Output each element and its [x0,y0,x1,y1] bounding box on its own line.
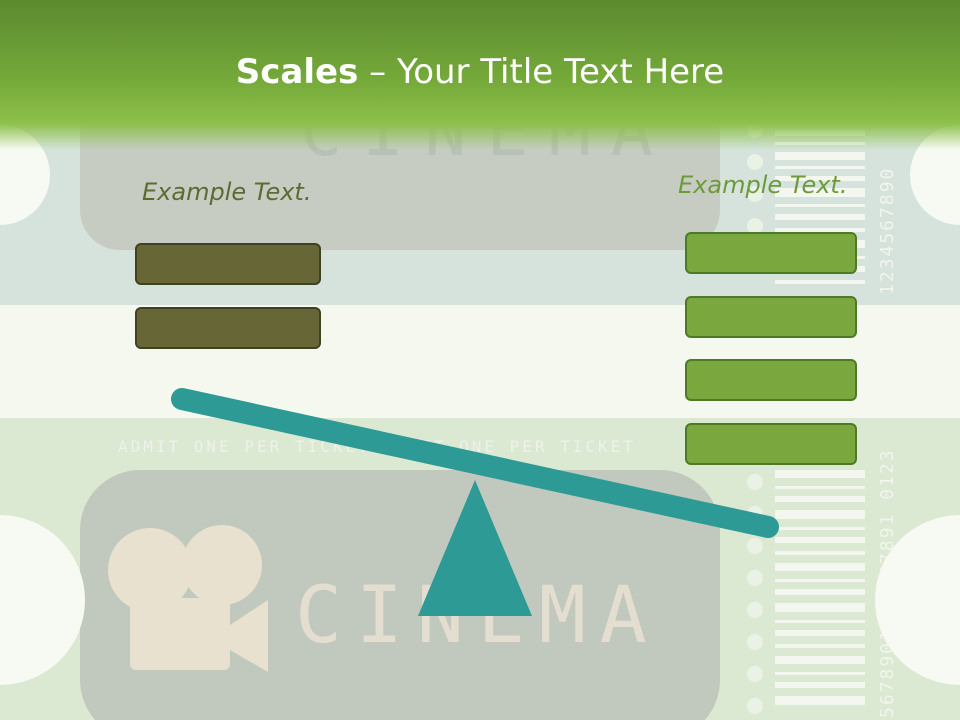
title-bold: Scales [235,52,359,92]
right-bar-3 [685,359,857,401]
scale-beam [171,388,779,538]
serial-number-top: 1234567890 [877,167,898,295]
slide-title: Scales – Your Title Text Here [0,52,960,92]
title-rest: – Your Title Text Here [358,52,725,92]
left-example-text: Example Text. [142,178,312,206]
scale-fulcrum [418,480,532,616]
left-bar-1 [135,243,321,285]
left-bar-2 [135,307,321,349]
title-band [0,0,960,150]
right-bar-2 [685,296,857,338]
right-example-text: Example Text. [678,171,848,199]
barcode-bottom [775,470,865,705]
film-camera-icon [108,525,268,672]
right-bar-1 [685,232,857,274]
right-bar-4 [685,423,857,465]
